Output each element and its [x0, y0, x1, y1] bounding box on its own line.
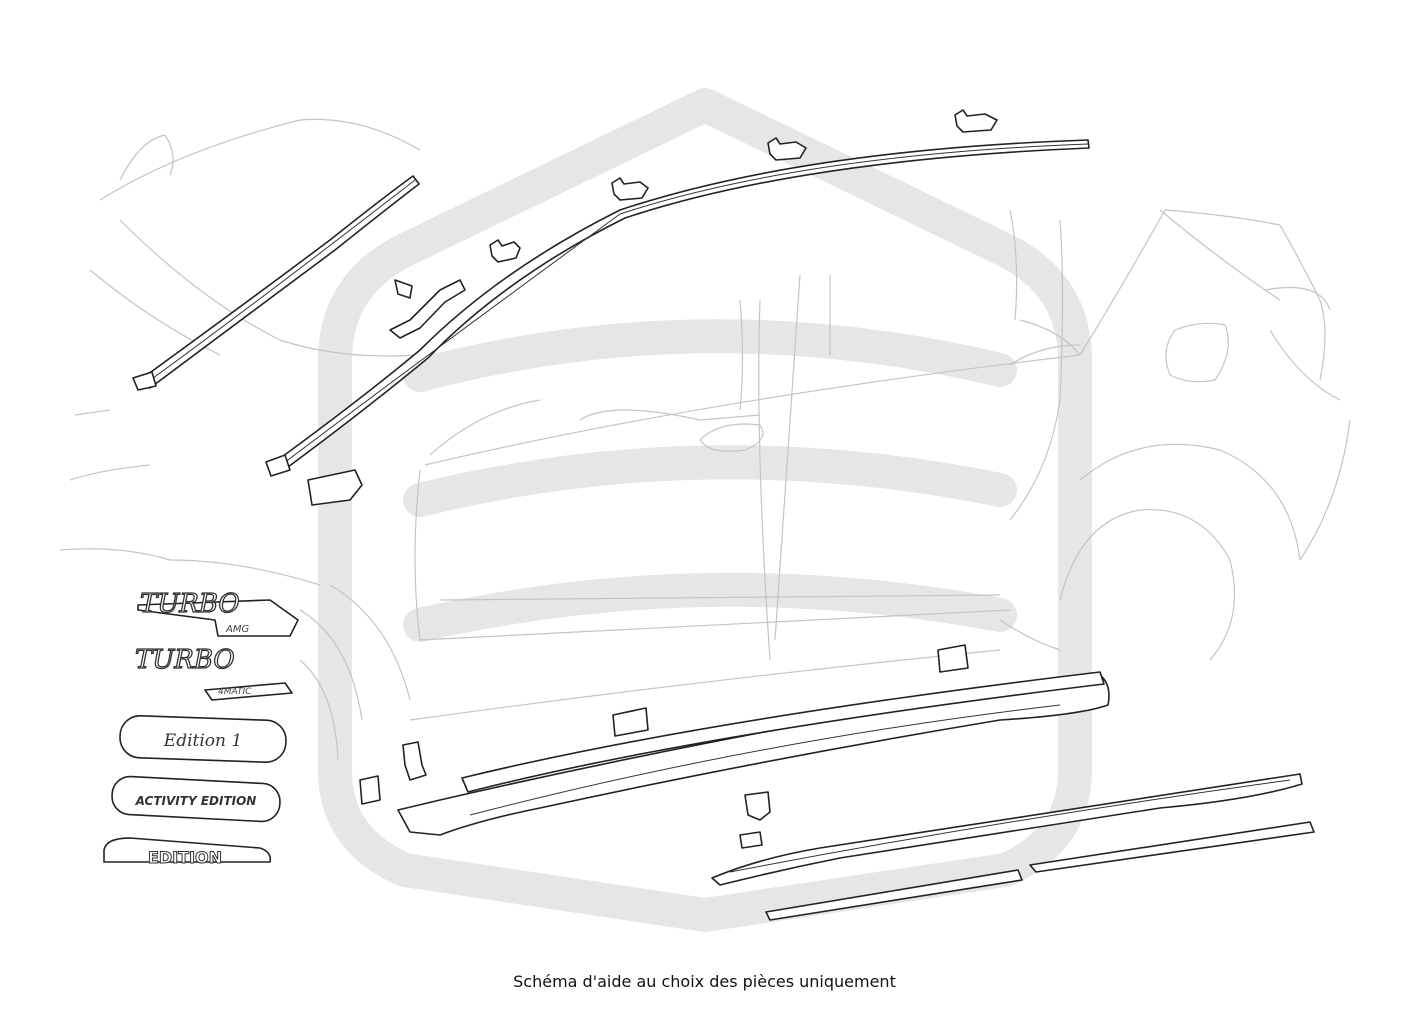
svg-text:Edition 1: Edition 1: [163, 731, 242, 751]
svg-text:TURBO: TURBO: [135, 645, 235, 675]
car-outline: [59, 118, 1351, 761]
badge-activity-edition: ACTIVITY EDITION: [111, 775, 281, 823]
diagram-caption: Schéma d'aide au choix des pièces unique…: [513, 972, 896, 991]
lower-side-trim: [711, 773, 1303, 886]
svg-text:4MATIC: 4MATIC: [218, 687, 252, 697]
svg-text:AMG: AMG: [225, 624, 249, 635]
badge-edition1: Edition 1: [119, 715, 287, 763]
badge-turbo-4matic: TURBO 4MATIC: [134, 644, 293, 701]
watermark-logo: [318, 88, 1092, 932]
svg-text:EDITION: EDITION: [148, 848, 222, 867]
small-parts: [359, 644, 969, 849]
front-door-frame-strip: [132, 175, 420, 391]
roof-trim-strip: [265, 139, 1090, 477]
svg-text:TURBO: TURBO: [140, 589, 240, 619]
badge-turbo-amg: TURBO AMG: [137, 588, 299, 637]
clip-2: [611, 177, 649, 201]
badge-edition: EDITION: [103, 837, 272, 868]
svg-text:ACTIVITY EDITION: ACTIVITY EDITION: [135, 794, 257, 808]
rocker-panel: [397, 671, 1110, 836]
mounting-rails: [765, 821, 1315, 921]
clip-4: [954, 109, 998, 133]
clip-3: [767, 137, 807, 161]
front-clip-assembly: [307, 279, 466, 506]
clip-1: [489, 239, 521, 263]
roof-clips: [489, 109, 998, 263]
